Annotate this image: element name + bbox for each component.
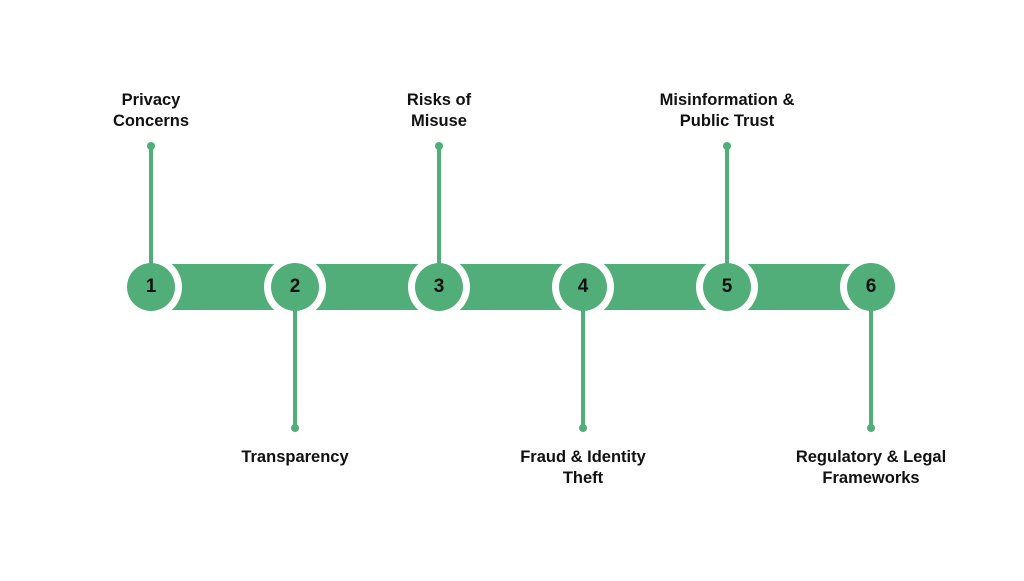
connector-dot-3	[435, 142, 443, 150]
step-number-4: 4	[577, 276, 589, 297]
step-number-5: 5	[721, 276, 733, 297]
step-number-3: 3	[433, 276, 445, 297]
step-circle-1	[127, 263, 175, 311]
step-circle-4	[559, 263, 607, 311]
step-circle-6	[847, 263, 895, 311]
step-label-1: Privacy Concerns	[112, 91, 190, 130]
step-circle-3	[415, 263, 463, 311]
connector-dot-6	[867, 424, 875, 432]
step-label-2: Transparency	[241, 448, 349, 466]
step-number-6: 6	[865, 276, 877, 297]
step-label-4: Fraud & Identity Theft	[520, 448, 646, 487]
step-circle-2	[271, 263, 319, 311]
step-label-3: Risks of Misuse	[406, 91, 472, 130]
step-circle-5	[703, 263, 751, 311]
connector-dot-2	[291, 424, 299, 432]
step-label-5: Misinformation & Public Trust	[659, 91, 795, 130]
step-label-6: Regulatory & Legal Frameworks	[795, 448, 947, 487]
step-number-2: 2	[289, 276, 301, 297]
step-number-1: 1	[145, 276, 157, 297]
connector-dot-4	[579, 424, 587, 432]
connector-dot-5	[723, 142, 731, 150]
connector-dot-1	[147, 142, 155, 150]
